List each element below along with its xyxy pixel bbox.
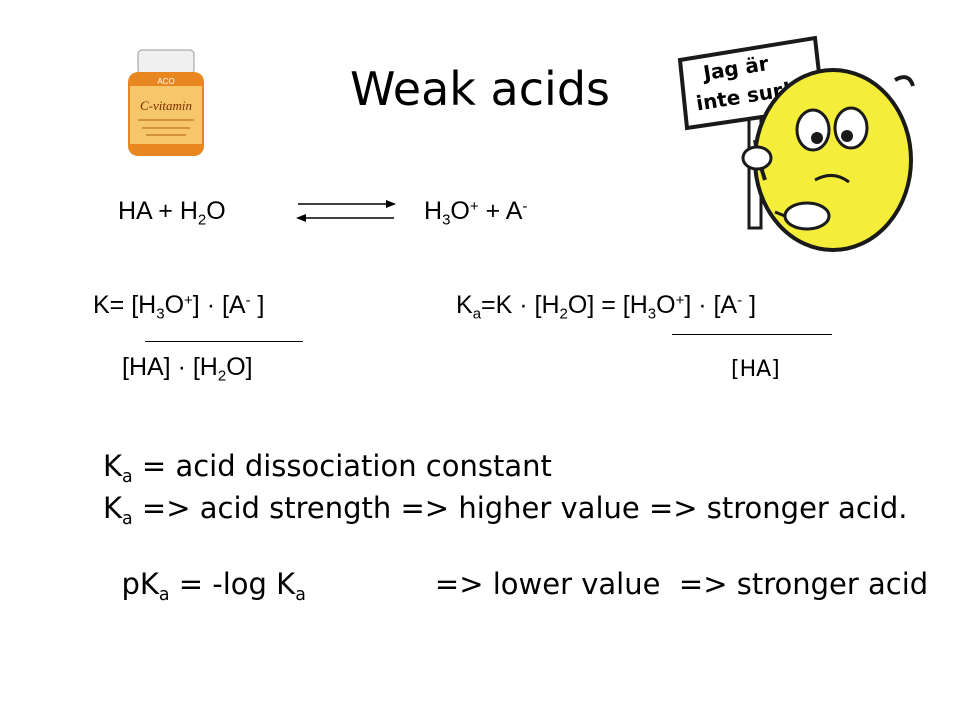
product-o: O xyxy=(450,197,470,225)
pka-line: pKa = -log Ka => lower value => stronger… xyxy=(103,533,929,604)
ka-denominator: [HA] xyxy=(731,357,780,382)
k-den-b: O] xyxy=(226,353,253,381)
ka-k: K xyxy=(456,291,473,319)
l3-sub: a xyxy=(158,585,170,606)
ka-dot: ] · [A xyxy=(684,291,738,319)
lemon-character-image: Jag är inte sur! xyxy=(677,35,915,252)
l3-pk: pK xyxy=(121,567,159,601)
reaction-products: H3O+ + A- xyxy=(424,197,528,229)
ka-definition-line: Ka = acid dissociation constant xyxy=(103,449,552,486)
ka-sub: a xyxy=(472,305,482,323)
k-mid: ] · [A xyxy=(192,291,246,319)
k-sub1: 3 xyxy=(156,305,165,323)
reaction-reactants: HA + H2O xyxy=(118,197,226,229)
k-numerator: K= [H3O+] · [A- ] xyxy=(93,291,265,323)
l1-text: = acid dissociation constant xyxy=(132,449,552,483)
l1-k: K xyxy=(103,449,123,483)
k-sup2: - xyxy=(245,291,251,309)
k-sup1: + xyxy=(184,291,193,309)
reactant-o: O xyxy=(206,197,226,225)
l2-k: K xyxy=(103,491,123,525)
ka-sub2: 3 xyxy=(647,305,657,323)
l2-text: => acid strength => higher value => stro… xyxy=(132,491,908,525)
ka-expression: Ka=K · [H2O] = [H3O+] · [A- ] xyxy=(456,291,757,323)
l3-sub2: a xyxy=(295,585,306,606)
l1-sub: a xyxy=(122,467,133,488)
product-anion-charge: - xyxy=(522,197,528,215)
slide-title: Weak acids xyxy=(350,62,610,116)
ka-o: O xyxy=(656,291,676,319)
ka-sup1: + xyxy=(675,291,685,309)
product-superscript: + xyxy=(469,197,479,215)
product-anion: + A xyxy=(478,197,523,225)
reactant-text: HA + H xyxy=(118,197,198,225)
product-h: H xyxy=(424,197,443,225)
bottle-brand: ACO xyxy=(157,77,174,86)
l3-text: => lower value => stronger acid xyxy=(305,567,929,601)
ka-sup2: - xyxy=(737,291,743,309)
l3-mid: = -log K xyxy=(169,567,296,601)
k-den-sub: 2 xyxy=(217,367,227,385)
bottle-label: C-vitamin xyxy=(140,98,192,113)
l2-sub: a xyxy=(122,509,133,530)
product-subscript: 3 xyxy=(442,211,451,229)
k-o1: O xyxy=(164,291,185,319)
k-end: ] xyxy=(250,291,265,319)
ka-sub1: 2 xyxy=(559,305,568,323)
ka-end: ] xyxy=(742,291,757,319)
k-lhs: K= [H xyxy=(93,291,157,319)
ka-mid: O] = [H xyxy=(567,291,648,319)
equilibrium-arrows-icon xyxy=(296,200,396,222)
reactant-subscript: 2 xyxy=(197,211,207,229)
ka-strength-line: Ka => acid strength => higher value => s… xyxy=(103,491,908,528)
k-den-a: [HA] · [H xyxy=(122,353,218,381)
ka-eq: =K · [H xyxy=(481,291,560,319)
vitamin-c-bottle-image: ACO C-vitamin xyxy=(128,49,204,156)
k-fraction-bar xyxy=(145,341,303,342)
ka-fraction-bar xyxy=(672,334,832,335)
k-denominator: [HA] · [H2O] xyxy=(122,353,253,385)
